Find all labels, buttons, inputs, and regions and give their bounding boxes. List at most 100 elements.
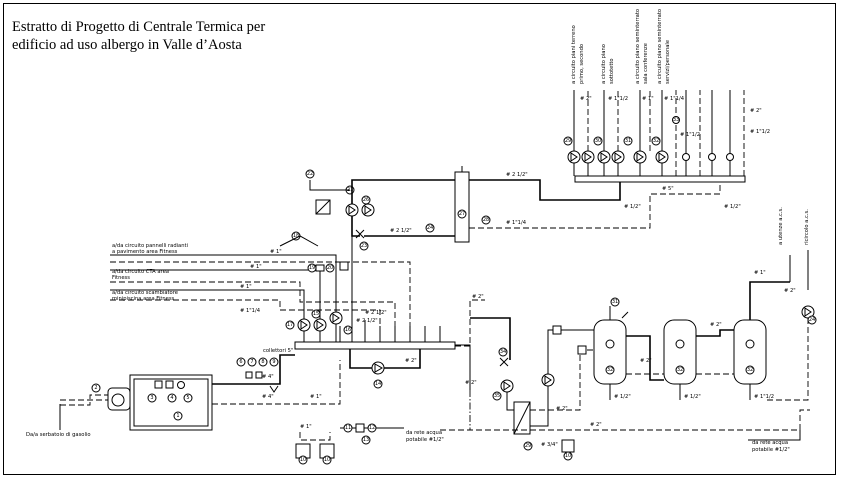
tag-28-text: 28 xyxy=(483,217,489,223)
tag-7 xyxy=(247,357,257,367)
manometer xyxy=(255,371,263,379)
dhw-primary xyxy=(470,317,511,360)
pipe-size-p9: # 2" xyxy=(472,294,484,300)
tag-20 xyxy=(325,263,335,273)
main-loop: 26 21 22 23 # 2 1/2" 24 27 28 # 2 1/2" #… xyxy=(305,166,741,300)
pipe-size-p7: # 1" xyxy=(240,284,252,290)
pipe-size-p2: # 2 1/2" xyxy=(365,310,387,316)
collector-bar xyxy=(294,341,456,350)
drawing-frame xyxy=(3,3,836,475)
riser-label-2b: sottotetto xyxy=(609,58,615,84)
pipe-size-p11: # 4" xyxy=(262,374,274,380)
water-fill: # 1" 10 10 11 12 13 da rete acqua potabi… xyxy=(295,423,444,465)
tag-12 xyxy=(367,423,377,433)
pipe-size-p32: # 1/2" xyxy=(624,204,641,210)
small-loop xyxy=(309,180,350,191)
pipe-size-p26: # 1" xyxy=(754,270,766,276)
pump-columns: 29 30 31 32 # 2" # 1"1/2 # 1" # 1"1/4 # … xyxy=(563,90,770,176)
circuit-radiant-label: a/da circuito pannelli radianti xyxy=(112,243,188,249)
tag-hx-text: 29 xyxy=(525,443,531,449)
boiler-pipes: # 4" # 4" # 1" 6 7 8 9 xyxy=(212,354,341,405)
tag-29-text: 29 xyxy=(565,138,571,144)
tag-2 xyxy=(91,383,101,393)
secondary-supply xyxy=(469,178,621,201)
tag-17-text: 17 xyxy=(287,322,293,328)
thermometer-r2 xyxy=(708,153,716,161)
safety-valve xyxy=(269,385,279,393)
tag-32 xyxy=(651,136,661,146)
hx-to-tank xyxy=(547,329,595,374)
riser-label-1: a circuito piani terreno xyxy=(571,25,577,84)
tag-11-text: 11 xyxy=(345,425,351,431)
tank-drains xyxy=(609,384,751,400)
tag-32-text: 32 xyxy=(653,138,659,144)
boiler-return xyxy=(212,360,341,405)
pipe-size-p15: # 2" xyxy=(710,322,722,328)
tag-35 xyxy=(492,391,502,401)
thermometer-r1 xyxy=(682,153,690,161)
boiler-section: Da/a serbatoio di gasolio 3 4 5 1 2 xyxy=(26,374,213,438)
tag-tank-top xyxy=(610,297,620,307)
pump-25b-arrow xyxy=(364,205,372,215)
water-supply-label-1: da rete acqua xyxy=(406,430,442,436)
tag-13 xyxy=(361,435,371,445)
pipe-size-p14: # 2" xyxy=(640,358,652,364)
pipe-size-p1: # 2 1/2" xyxy=(506,172,528,178)
tag-22-text: 22 xyxy=(307,171,313,177)
left-circuit-pumps: 17 15 16 # 1" # 1" # 1" # 1"1/4 a/da cir… xyxy=(110,231,411,342)
tag-24-text: 24 xyxy=(427,225,433,231)
pipe-size-p29: # 1"1/4 xyxy=(506,220,527,226)
tag-18-text: 18 xyxy=(293,233,299,239)
dhw-recirc-label: ricircolo a.c.s. xyxy=(804,209,810,245)
tank-20 xyxy=(339,261,349,271)
return-risers-2 xyxy=(699,90,745,176)
tag-11 xyxy=(343,423,353,433)
pump-dhw-2-arrow xyxy=(544,375,552,385)
tank1-vent xyxy=(609,306,629,320)
boiler-gauge-c xyxy=(177,381,185,389)
circuit-pool-label-2: minipiscina area Fitness xyxy=(112,296,175,302)
cold-water-dhw xyxy=(440,409,810,431)
tag-7-text: 7 xyxy=(250,359,253,365)
pipe-size-p23: # 1" xyxy=(642,96,654,102)
pump-17 xyxy=(297,318,311,332)
pipe-size-p10: # 2" xyxy=(405,358,417,364)
tag-8 xyxy=(258,357,268,367)
tag-27 xyxy=(457,209,467,219)
tag-hx xyxy=(523,441,533,451)
tag-30 xyxy=(593,136,603,146)
pipe-size-p35: # 2" xyxy=(465,380,477,386)
fill-line xyxy=(299,432,331,441)
tag-34 xyxy=(498,347,508,357)
hx-diagonal xyxy=(315,199,331,215)
tag-10 xyxy=(298,455,308,465)
tag-13-text: 13 xyxy=(363,437,369,443)
pump-col-5 xyxy=(633,150,647,164)
tag-6 xyxy=(236,357,246,367)
tag-5 xyxy=(183,393,193,403)
tank2-tag-text: 32 xyxy=(677,367,683,373)
pump-col-4 xyxy=(611,150,625,164)
tank1-thermo xyxy=(605,339,615,349)
tag-24 xyxy=(425,223,435,233)
tag-31 xyxy=(623,136,633,146)
mixing-valve xyxy=(279,235,319,247)
valve-19 xyxy=(315,264,325,272)
tank3-thermo xyxy=(745,339,755,349)
tag-35-text: 35 xyxy=(494,393,500,399)
water-supply-label-2: potabile #1/2" xyxy=(406,437,444,443)
tag-1-text: 1 xyxy=(176,413,179,419)
tag-exp-dhw-text: 10 xyxy=(565,453,571,459)
tank-interconnect xyxy=(626,329,734,381)
tank3-tag xyxy=(745,365,755,375)
page-title: Estratto di Progetto di Centrale Termica… xyxy=(12,19,266,53)
valve-rect-dhw-2 xyxy=(577,345,587,355)
tag-3-text: 3 xyxy=(150,395,153,401)
pump-drops xyxy=(303,324,337,342)
dhw-water-supply-label-1: da rete acqua xyxy=(752,440,788,446)
pipe-size-p8: # 1"1/4 xyxy=(240,308,261,314)
hydraulic-separator xyxy=(454,171,470,243)
dhw-section: 34 35 29 # 3/4" # 2" 10 32 32 32 31 xyxy=(440,207,817,461)
pump-17-arrow xyxy=(300,320,308,330)
